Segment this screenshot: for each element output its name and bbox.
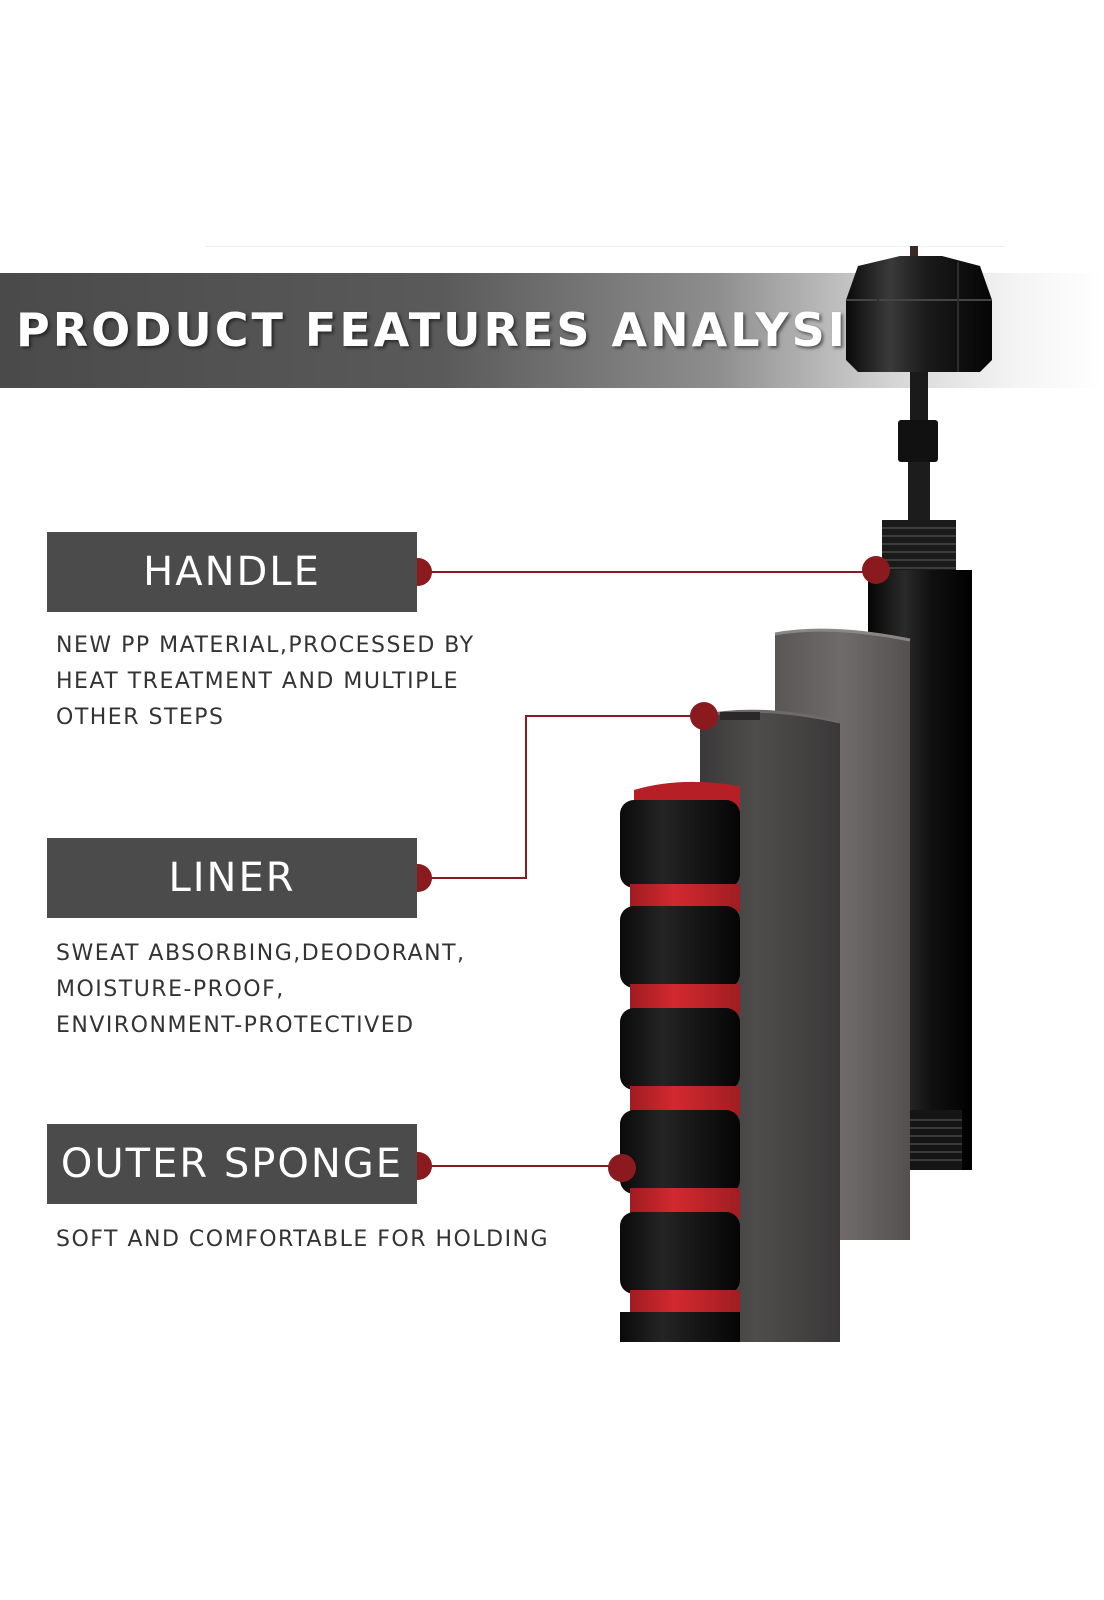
axle-shaft [910,372,928,430]
feature-label-liner: LINER [47,838,417,918]
feature-label-handle: HANDLE [47,532,417,612]
outer-sponge [620,781,740,1342]
callout-dot-liner-right [690,702,718,730]
top-divider-line [205,246,1005,247]
feature-description-line: ENVIRONMENT-PROTECTIVED [56,1013,415,1038]
feature-description-line: NEW PP MATERIAL,PROCESSED BY [56,633,475,658]
feature-description-line: MOISTURE-PROOF, [56,977,285,1002]
page-title: PRODUCT FEATURES ANALYSIS [16,303,885,357]
callout-dot-handle-right [862,556,890,584]
feature-description-line: SWEAT ABSORBING,DEODORANT, [56,941,466,966]
feature-description-line: OTHER STEPS [56,705,225,730]
axle-collar [898,420,938,462]
feature-label-outer-sponge: OUTER SPONGE [47,1124,417,1204]
feature-description-line: HEAT TREATMENT AND MULTIPLE [56,669,459,694]
bearing-cap [846,256,992,372]
axle-shaft-lower [908,462,930,522]
callout-liner [418,715,704,879]
feature-description-handle: NEW PP MATERIAL,PROCESSED BY HEAT TREATM… [56,628,616,736]
handle-thread-bottom [900,1110,962,1170]
feature-description-line: SOFT AND COMFORTABLE FOR HOLDING [56,1227,550,1252]
callout-dot-sponge-right [608,1154,636,1182]
feature-description-outer-sponge: SOFT AND COMFORTABLE FOR HOLDING [56,1222,616,1258]
feature-description-liner: SWEAT ABSORBING,DEODORANT, MOISTURE-PROO… [56,936,616,1044]
